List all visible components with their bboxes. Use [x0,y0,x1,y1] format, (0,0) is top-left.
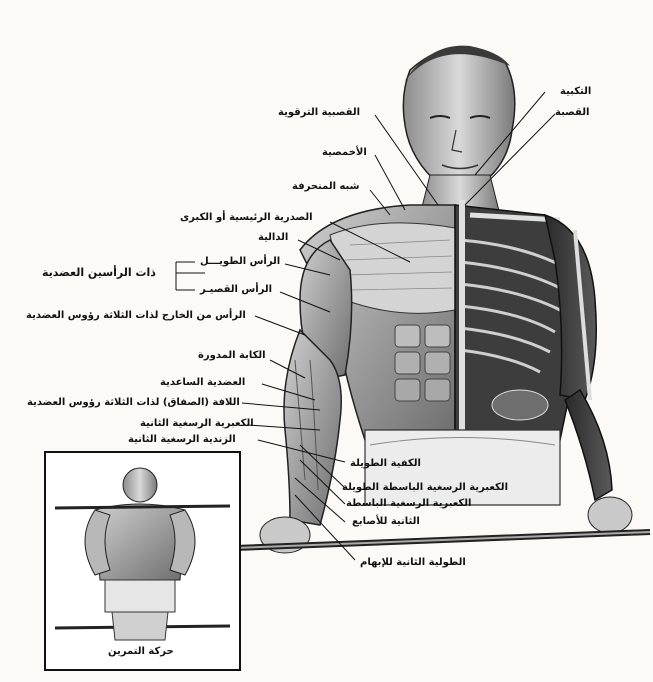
exercise-inset [45,452,240,670]
label-kataba: القصبة [555,107,589,119]
label-ext-carpi-radialis-brevis: الكعبرية الرسغية الثانية [140,418,254,430]
label-flexor-pollicis-longus: الطولية الثانية للإبهام [360,557,466,569]
label-clavicle-top: التكبية [560,86,591,98]
label-trapezius: شبه المنحرفة [292,181,359,193]
label-flexor-carpi-ulnaris: الزندية الرسغية الثانية [128,434,236,446]
label-ext-carpi-radialis: الكعبرية الرسغية الباسطة [346,498,471,510]
label-pronator-teres: الكابة المدورة [198,350,266,362]
label-pectoralis-major: الصدرية الرئيسية أو الكبرى [180,212,313,224]
label-ext-carpi-radialis-longus: الكعبرية الرسغية الباسطة الطويلة [342,482,508,494]
label-short-head: الرأس القصيـر [200,284,272,296]
label-biceps-bracket: ذات الرأسين العضدية [42,267,156,279]
label-clavicular-segment: القصبية الترقوية [278,107,360,119]
head [403,46,514,185]
label-brachialis: العضدية الساعدية [160,377,245,389]
label-deltoid: الدالية [258,232,288,244]
label-palmaris-longus: الكفية الطويلة [350,458,421,470]
label-triceps-lateral: الرأس من الخارج لذات الثلاثة رؤوس العضدي… [26,310,246,322]
label-flexor-digitorum: الثانية للأصابع [352,516,420,528]
label-long-head: الرأس الطويـــل [200,256,280,268]
label-sternocleido: الأخمصية [322,147,367,159]
inset-caption: حركة التمرين [108,646,174,658]
label-lateral-head: اللافة (الصفاق) لذات الثلاثة رؤوس العضدي… [27,397,240,409]
